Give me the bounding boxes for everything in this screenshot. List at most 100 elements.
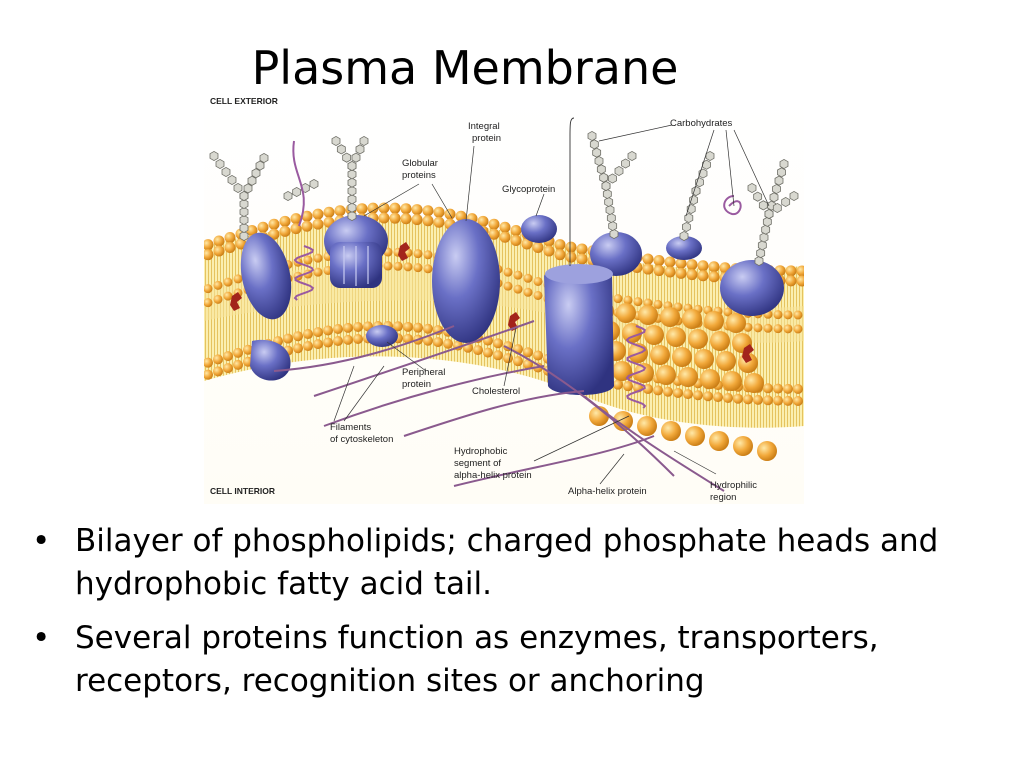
bullet-text: Bilayer of phospholipids; charged phosph… — [75, 523, 939, 602]
phosphate-head — [773, 310, 783, 320]
sugar-unit — [255, 160, 265, 171]
bullet-text: Several proteins function as enzymes, tr… — [75, 620, 879, 699]
phosphate-head — [532, 241, 544, 253]
sugar-unit — [221, 166, 231, 178]
sugar-unit — [705, 150, 715, 162]
phosphate-head — [223, 277, 233, 287]
phosphate-head — [634, 363, 654, 383]
phosphate-head — [763, 323, 773, 333]
phosphate-head — [554, 249, 566, 261]
sugar-unit — [359, 135, 369, 147]
phosphate-head — [389, 202, 401, 214]
phosphate-head — [697, 270, 709, 282]
phosphate-head — [653, 299, 663, 309]
phosphate-head — [656, 365, 676, 385]
sugar-unit — [614, 165, 624, 177]
phosphate-head — [223, 351, 233, 362]
phosphate-head — [723, 392, 733, 403]
phosphate-head — [423, 335, 433, 346]
phosphate-head — [279, 215, 291, 227]
phosphate-head — [694, 349, 714, 369]
phosphate-head — [422, 215, 434, 227]
phosphate-head — [423, 264, 433, 274]
phosphate-head — [726, 313, 746, 333]
phosphate-head — [757, 441, 777, 461]
phosphate-head — [576, 253, 588, 265]
sugar-unit — [606, 212, 616, 224]
phosphate-head — [675, 257, 687, 269]
sugar-unit — [592, 147, 602, 158]
integral-protein-right — [720, 260, 784, 316]
sugar-unit — [774, 175, 784, 186]
phosphate-head — [378, 212, 390, 224]
glycoprotein — [590, 232, 642, 276]
alpha-helix-coils — [292, 140, 742, 409]
label-integral-protein-2: protein — [472, 133, 501, 144]
phosphate-head — [243, 344, 253, 355]
phosphate-head — [213, 366, 223, 377]
phosphate-head — [333, 324, 343, 335]
phosphate-head — [499, 221, 511, 233]
phosphate-head — [722, 371, 742, 391]
phosphate-head — [503, 281, 513, 291]
phosphate-head — [733, 436, 753, 456]
phosphate-head — [521, 238, 533, 250]
phosphate-head — [565, 251, 577, 263]
phosphate-head — [622, 323, 642, 343]
cytoskeleton-filaments — [273, 320, 725, 492]
phosphate-head — [783, 324, 793, 334]
phosphate-head — [664, 266, 676, 278]
sugar-unit — [753, 191, 763, 202]
phosphate-head — [510, 225, 522, 237]
label-cell-interior: CELL INTERIOR — [210, 486, 275, 496]
phosphate-head — [744, 373, 764, 393]
phosphate-head — [312, 218, 324, 230]
sugar-unit — [309, 178, 319, 190]
phosphate-head — [653, 385, 663, 396]
phosphate-head — [685, 426, 705, 446]
phosphate-head — [513, 284, 523, 294]
phosphate-head — [773, 324, 783, 334]
phosphate-head — [213, 354, 223, 365]
sugar-unit — [769, 192, 779, 203]
label-hydrophilic-region: Hydrophilic — [710, 480, 757, 491]
phosphate-head — [773, 395, 783, 406]
phosphate-head — [693, 390, 703, 401]
phosphate-head — [660, 307, 680, 327]
phosphate-head — [413, 322, 423, 333]
phosphate-head — [664, 256, 676, 268]
sugar-unit — [233, 182, 243, 194]
sugar-unit — [283, 190, 293, 202]
phosphate-head — [773, 383, 783, 394]
sugar-unit — [684, 212, 694, 224]
phosphate-head — [793, 324, 803, 334]
phosphate-head — [213, 294, 223, 304]
phosphate-head — [411, 204, 423, 216]
sugar-unit — [682, 221, 691, 233]
phosphate-head — [796, 265, 804, 277]
phosphate-head — [301, 210, 313, 222]
phosphate-head — [709, 431, 729, 451]
phosphate-head — [413, 263, 423, 273]
bullet-list: • Bilayer of phospholipids; charged phos… — [28, 520, 998, 714]
phosphate-head — [423, 250, 433, 260]
sugar-unit — [627, 150, 637, 162]
phosphate-head — [223, 363, 233, 374]
phosphate-head — [642, 263, 654, 275]
phosphate-head — [204, 239, 214, 251]
phosphate-head — [637, 416, 657, 436]
phosphate-head — [334, 205, 346, 217]
sugar-unit — [777, 167, 786, 178]
phosphate-head — [613, 411, 633, 431]
phosphate-head — [403, 262, 413, 272]
phosphate-head — [493, 338, 503, 349]
phosphate-head — [333, 336, 343, 347]
phosphate-head — [293, 331, 303, 342]
phosphate-head — [483, 347, 493, 358]
phosphate-head — [716, 351, 736, 371]
phosphate-head — [433, 337, 443, 348]
phosphate-head — [763, 395, 773, 406]
sugar-unit — [239, 190, 249, 202]
sugar-unit — [608, 173, 617, 184]
sugar-unit — [347, 210, 357, 222]
